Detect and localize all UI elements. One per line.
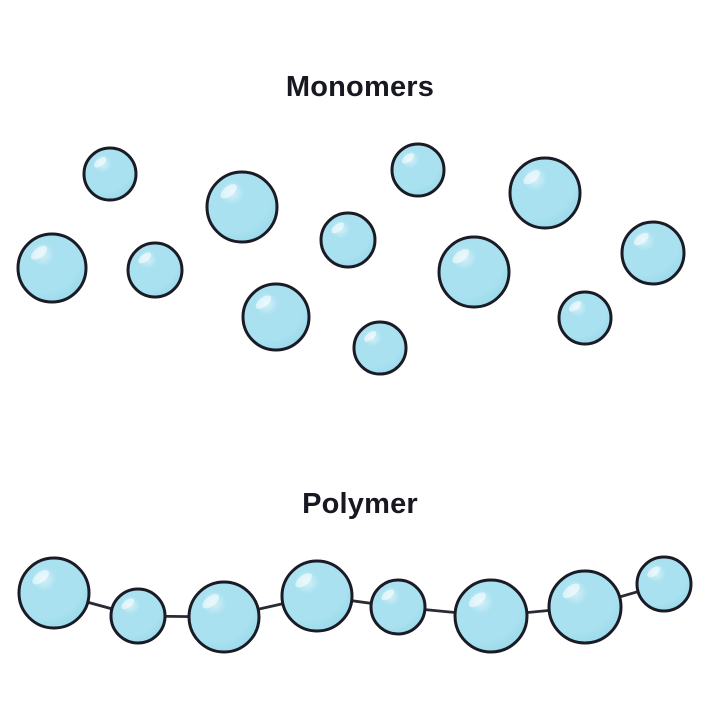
sphere-glint — [138, 252, 152, 264]
polymer-bead — [109, 587, 167, 645]
sphere-glint — [401, 152, 415, 164]
monomer-circle — [241, 282, 311, 352]
monomer-circle — [437, 235, 511, 309]
monomer-circle — [16, 232, 88, 304]
monomers-title: Monomers — [285, 71, 435, 103]
sphere-glint — [568, 300, 582, 312]
monomer-circle — [352, 320, 408, 376]
sphere-glint — [220, 184, 237, 199]
polymer-bead — [17, 556, 91, 630]
sphere-glint — [381, 589, 395, 601]
polymer-bead — [280, 559, 354, 633]
sphere-glint — [633, 232, 649, 246]
sphere-glint — [452, 249, 469, 264]
polymer-bead — [453, 578, 529, 654]
polymer-bead — [369, 578, 427, 636]
sphere-glint — [295, 573, 312, 588]
sphere-glint — [363, 330, 377, 342]
sphere-glint — [468, 592, 486, 608]
monomer-circle — [620, 220, 686, 286]
polymer-bead — [187, 580, 261, 654]
sphere-glint — [523, 170, 540, 185]
monomer-circle — [126, 241, 184, 299]
monomer-circle — [390, 142, 446, 198]
monomer-circle — [82, 146, 138, 202]
polymer-title: Polymer — [302, 488, 418, 520]
sphere-glint — [562, 583, 580, 599]
monomer-circle — [508, 156, 582, 230]
monomer-circle — [319, 211, 377, 269]
sphere-glint — [647, 566, 661, 578]
monomer-circle — [557, 290, 613, 346]
sphere-glint — [331, 222, 345, 234]
polymer-bead — [635, 555, 693, 613]
sphere-glint — [31, 245, 48, 260]
sphere-glint — [202, 594, 219, 609]
polymer-bead — [547, 569, 623, 645]
sphere-glint — [121, 598, 135, 610]
sphere-glint — [32, 570, 49, 585]
sphere-glint — [255, 295, 272, 309]
sphere-glint — [93, 156, 107, 168]
monomer-circle — [205, 170, 279, 244]
